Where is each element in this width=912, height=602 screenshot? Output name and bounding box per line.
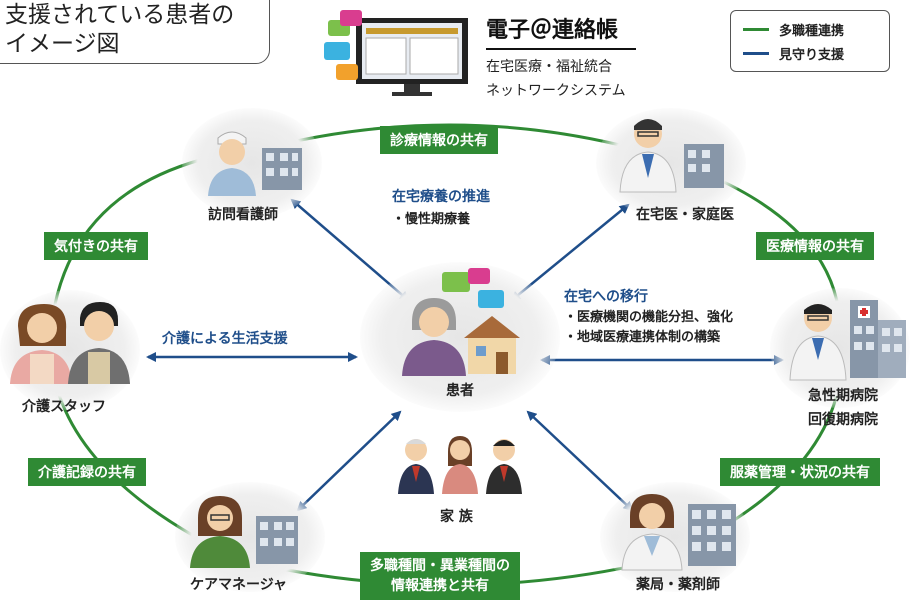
family-icon bbox=[396, 432, 526, 500]
home-care-title: 在宅療養の推進 bbox=[392, 189, 490, 205]
tag-awareness: 気付きの共有 bbox=[44, 232, 148, 260]
arrow-pharmacy-patient bbox=[526, 410, 634, 512]
legend-item-blue: 見守り支援 bbox=[743, 41, 889, 65]
system-subtitle-2: ネットワークシステム bbox=[486, 83, 626, 99]
transition-note: 在宅への移行 ・医療機関の機能分担、強化 ・地域医療連携体制の構築 bbox=[564, 286, 733, 348]
legend: 多職種連携 見守り支援 bbox=[730, 10, 890, 72]
tag-medication-info: 服薬管理・状況の共有 bbox=[720, 458, 880, 486]
system-branding: 電子＠連絡帳 在宅医療・福祉統合 ネットワークシステム bbox=[486, 12, 636, 100]
transition-item-1: ・医療機関の機能分担、強化 bbox=[564, 310, 734, 325]
legend-label-blue: 見守り支援 bbox=[779, 47, 845, 63]
family-label: 家 族 bbox=[440, 509, 473, 525]
hospital-label-acute: 急性期病院 bbox=[808, 388, 878, 404]
staff-backdrop bbox=[0, 290, 140, 410]
care-manager-icon bbox=[186, 490, 306, 574]
patient-icon bbox=[398, 268, 528, 382]
pharmacy-icon bbox=[614, 486, 744, 576]
transition-item-2: ・地域医療連携体制の構築 bbox=[564, 330, 721, 345]
system-title: 電子＠連絡帳 bbox=[486, 12, 636, 50]
callout-line-2: イメージ図 bbox=[5, 31, 120, 57]
legend-item-green: 多職種連携 bbox=[743, 17, 889, 41]
tag-medical-info: 診療情報の共有 bbox=[380, 126, 498, 154]
tag-care-records: 介護記録の共有 bbox=[28, 458, 146, 486]
care-support-note: 介護による生活支援 bbox=[162, 331, 288, 347]
title-callout: 支援されている患者の イメージ図 bbox=[0, 0, 270, 64]
tag-interprofessional: 多職種間・異業種間の 情報連携と共有 bbox=[360, 552, 520, 600]
hospital-labels: 急性期病院 回復期病院 bbox=[808, 384, 878, 432]
arrow-caremanager-patient bbox=[296, 410, 402, 512]
transition-title: 在宅への移行 bbox=[564, 289, 648, 305]
hospital-label-recovery: 回復期病院 bbox=[808, 412, 878, 428]
home-care-note: 在宅療養の推進 ・慢性期療養 bbox=[392, 186, 490, 230]
care-staff-icon bbox=[4, 296, 134, 390]
blue-line-swatch bbox=[743, 51, 769, 55]
home-care-item: ・慢性期療養 bbox=[392, 212, 471, 227]
care-staff-label: 介護スタッフ bbox=[22, 399, 106, 415]
tag-interprofessional-line2: 情報連携と共有 bbox=[391, 578, 489, 594]
system-subtitle-1: 在宅医療・福祉統合 bbox=[486, 59, 612, 75]
doctor-label: 在宅医・家庭医 bbox=[636, 207, 734, 223]
callout-line-1: 支援されている患者の bbox=[5, 2, 235, 28]
care-manager-label: ケアマネージャ bbox=[190, 577, 288, 593]
system-monitor-icon bbox=[322, 8, 472, 98]
hospital-icon bbox=[780, 292, 910, 386]
legend-label-green: 多職種連携 bbox=[779, 23, 845, 39]
patient-label: 患者 bbox=[446, 383, 474, 399]
nurse-label: 訪問看護師 bbox=[208, 207, 278, 223]
tag-health-info: 医療情報の共有 bbox=[756, 232, 874, 260]
green-line-swatch bbox=[743, 27, 769, 31]
nurse-icon bbox=[200, 118, 310, 202]
caremanager-backdrop bbox=[175, 482, 325, 592]
doctor-icon bbox=[612, 108, 732, 198]
tag-interprofessional-line1: 多職種間・異業種間の bbox=[370, 558, 510, 574]
pharmacy-label: 薬局・薬剤師 bbox=[636, 577, 720, 593]
